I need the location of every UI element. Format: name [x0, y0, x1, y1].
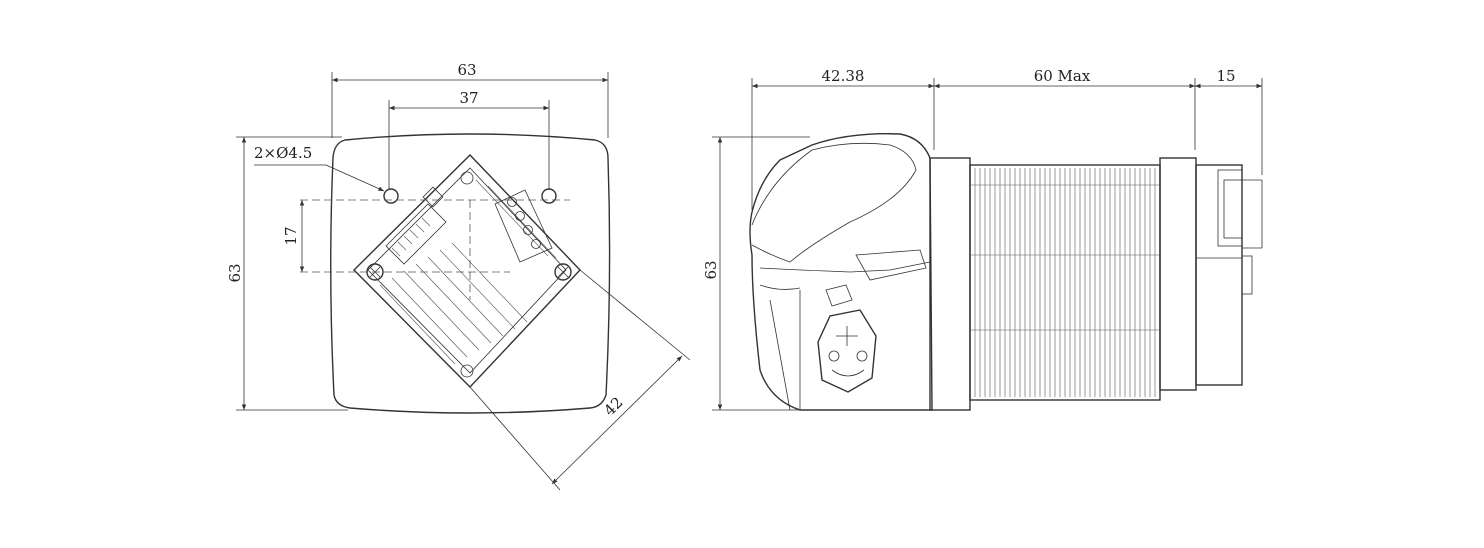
dim-side-depth: 42.38 [751, 67, 935, 210]
board-mount-top [460, 171, 474, 185]
hole-offset-label: 17 [282, 226, 300, 245]
hole-callout: 2×Ø4.5 [254, 144, 385, 192]
side-height-label: 63 [702, 260, 720, 279]
dim-side-height: 63 [702, 136, 810, 411]
heatsink-fins [379, 179, 557, 365]
front-width-label: 63 [457, 61, 476, 79]
terminal-block [494, 189, 553, 263]
pump-knob [817, 309, 877, 393]
pump-head [749, 133, 933, 411]
front-flange [929, 157, 971, 411]
front-view: 63 37 2×Ø4.5 63 17 [226, 61, 691, 491]
dim-front-width: 63 [331, 61, 609, 138]
mounting-hole-right [541, 188, 557, 204]
rear-flange [1159, 157, 1197, 391]
dim-board-diagonal: 42 [469, 269, 691, 491]
motor-fins [970, 168, 1160, 397]
mounting-hole-left [383, 188, 399, 204]
hole-spacing-label: 37 [459, 89, 478, 107]
dim-hole-spacing: 37 [388, 89, 550, 190]
rear-length-label: 15 [1216, 67, 1235, 85]
front-height-label: 63 [226, 263, 244, 282]
body-length-label: 60 Max [1034, 67, 1091, 85]
connector-block [385, 203, 447, 265]
dim-front-height: 63 [226, 136, 348, 411]
rear-cap [1195, 164, 1263, 386]
board-diagonal-label: 42 [600, 393, 626, 419]
hole-callout-label: 2×Ø4.5 [254, 144, 312, 162]
driver-board [353, 154, 581, 389]
dim-rear-length: 15 [1195, 67, 1263, 175]
screw-right [554, 263, 572, 281]
dim-body-length: 60 Max [934, 67, 1196, 150]
dim-hole-offset: 17 [282, 200, 305, 272]
side-view: 42.38 60 Max 15 63 [702, 67, 1263, 411]
board-mount-bottom [460, 364, 474, 378]
side-depth-label: 42.38 [822, 67, 865, 85]
